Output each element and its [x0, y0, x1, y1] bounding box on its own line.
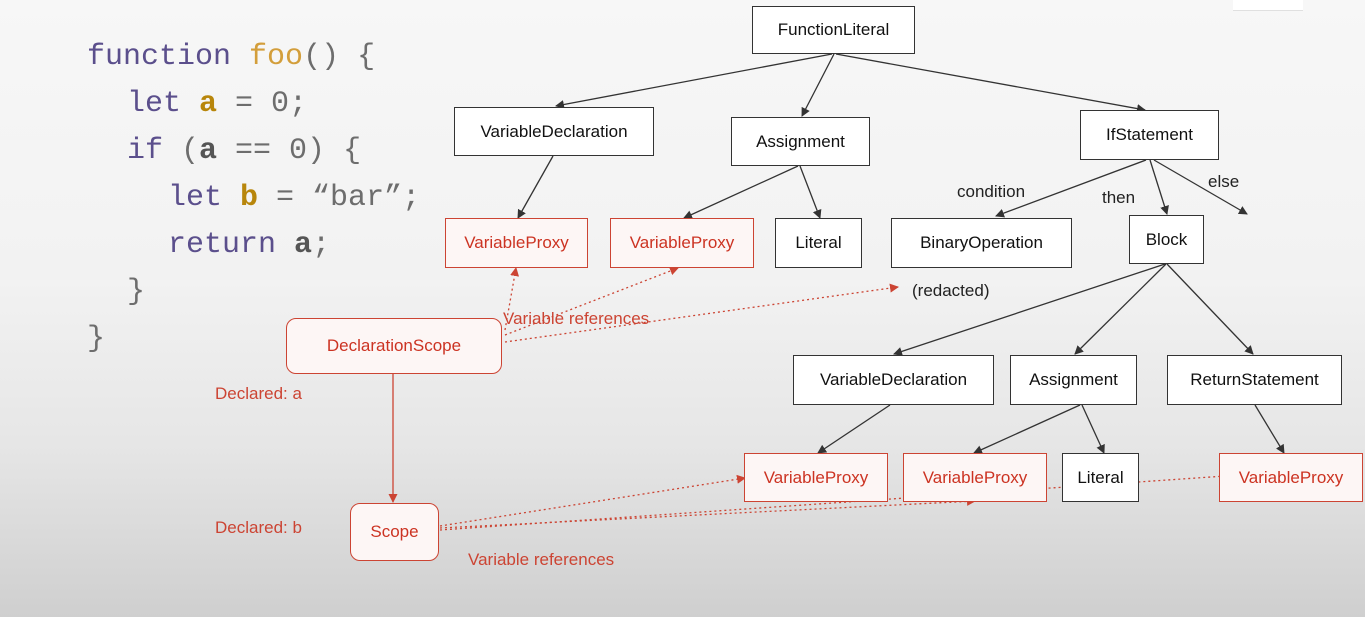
- code-text: () {: [303, 40, 376, 74]
- code-line-6: }: [127, 275, 146, 309]
- ref-declscope-proxy2: [504, 266, 679, 336]
- edge-fl-vardecl: [555, 53, 833, 109]
- edge-assign-literal: [799, 165, 822, 219]
- edge-assign2-literal: [1081, 404, 1105, 454]
- keyword-let: let: [168, 181, 223, 215]
- node-variable-declaration: VariableDeclaration: [793, 355, 994, 405]
- edge-return-proxy: [1254, 404, 1285, 454]
- edge-assign-proxy: [683, 165, 799, 219]
- node-variable-proxy: VariableProxy: [903, 453, 1047, 502]
- ref-scope-proxy3: [439, 474, 746, 527]
- node-if-statement: IfStatement: [1080, 110, 1219, 160]
- edge-block-assign: [1074, 263, 1167, 355]
- var-a: a: [199, 87, 218, 121]
- ref-declscope-redacted: [504, 283, 899, 343]
- video-overlay-corner: [1233, 0, 1303, 11]
- code-text: = “bar”;: [258, 181, 421, 215]
- ref-a: a: [199, 134, 218, 168]
- function-name: foo: [249, 40, 304, 74]
- edge-fl-assign: [801, 53, 835, 117]
- code-line-1: function foo() {: [87, 40, 375, 74]
- node-variable-proxy: VariableProxy: [610, 218, 754, 268]
- edge-if-then: [1149, 159, 1169, 215]
- code-line-4: let b = “bar”;: [168, 181, 420, 215]
- node-return-statement: ReturnStatement: [1167, 355, 1342, 405]
- node-scope: Scope: [350, 503, 439, 561]
- node-assignment: Assignment: [731, 117, 870, 166]
- ref-scope-proxy4: [439, 496, 976, 529]
- edge-if-else: [1153, 159, 1248, 215]
- edge-assign2-proxy: [973, 404, 1081, 454]
- label-then: then: [1102, 188, 1136, 207]
- code-text: = 0;: [217, 87, 308, 121]
- edge-vardecl2-proxy: [817, 404, 891, 454]
- code-line-7: }: [87, 322, 106, 356]
- edge-block-vardecl: [893, 263, 1166, 356]
- label-condition: condition: [957, 182, 1026, 201]
- code-line-3: if (a == 0) {: [127, 134, 361, 168]
- node-literal: Literal: [775, 218, 862, 268]
- ref-scope-proxy5: [439, 471, 1241, 531]
- code-text: (: [163, 134, 200, 168]
- keyword-return: return: [168, 228, 277, 262]
- edge-fl-if: [835, 53, 1146, 114]
- node-variable-declaration: VariableDeclaration: [454, 107, 654, 156]
- keyword-if: if: [127, 134, 164, 168]
- node-variable-proxy: VariableProxy: [1219, 453, 1363, 502]
- label-else: else: [1208, 172, 1240, 191]
- node-binary-operation: BinaryOperation: [891, 218, 1072, 268]
- label-variable-references: Variable references: [503, 309, 650, 328]
- code-line-5: return a;: [168, 228, 330, 262]
- code-listing: function foo() { let a = 0; if (a == 0) …: [0, 0, 420, 356]
- label-declared-b: Declared: b: [215, 518, 302, 537]
- keyword-function: function: [87, 40, 232, 74]
- var-b: b: [240, 181, 259, 215]
- keyword-let: let: [127, 87, 182, 121]
- node-function-literal: FunctionLiteral: [752, 6, 915, 54]
- node-variable-proxy: VariableProxy: [445, 218, 588, 268]
- node-block: Block: [1129, 215, 1204, 264]
- redacted-label: (redacted): [912, 281, 990, 300]
- ref-declscope-proxy1: [504, 267, 520, 331]
- edge-if-condition: [995, 159, 1147, 218]
- node-assignment: Assignment: [1010, 355, 1137, 405]
- label-variable-references: Variable references: [468, 550, 615, 569]
- node-literal: Literal: [1062, 453, 1139, 502]
- code-line-2: let a = 0;: [127, 87, 307, 121]
- edge-block-return: [1166, 263, 1254, 355]
- edge-vardecl-proxy: [517, 155, 554, 219]
- code-text: ;: [312, 228, 331, 262]
- ref-a: a: [294, 228, 313, 262]
- code-text: == 0) {: [217, 134, 362, 168]
- node-declaration-scope: DeclarationScope: [286, 318, 502, 374]
- node-variable-proxy: VariableProxy: [744, 453, 888, 502]
- label-declared-a: Declared: a: [215, 384, 302, 403]
